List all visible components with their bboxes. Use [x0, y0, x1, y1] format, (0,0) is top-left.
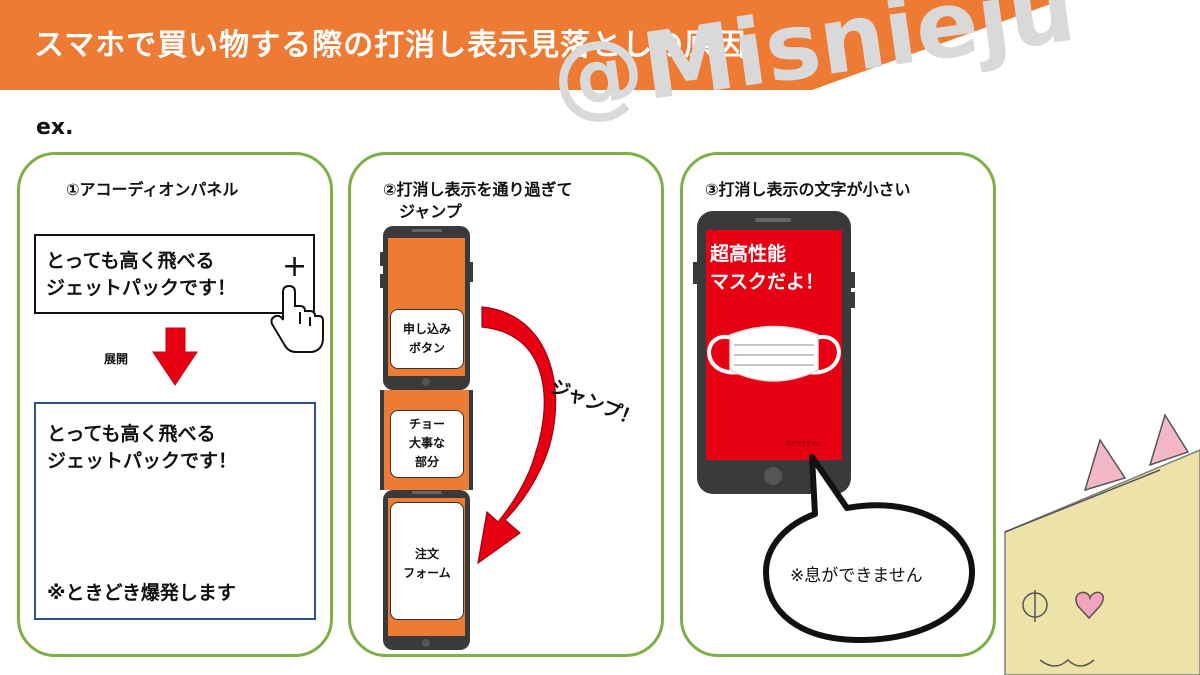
panel1-title: ①アコーディオンパネル [66, 180, 239, 199]
collapsed-line-2: ジェットパックです！ [46, 277, 237, 299]
curved-arrow-icon [477, 306, 557, 565]
mask-ad-line-2: マスクだよ！ [710, 271, 825, 293]
apply-button-card[interactable]: 申し込み ボタン [390, 309, 464, 369]
plus-icon[interactable]: + [282, 249, 308, 284]
order-form-card[interactable]: 注文 フォーム [390, 502, 464, 620]
header-shape [0, 0, 1062, 90]
important-line-2: 大事な [408, 436, 445, 450]
important-part-card: チョー 大事な 部分 [390, 410, 464, 478]
important-line-3: 部分 [414, 455, 439, 469]
example-label: ex. [36, 115, 74, 140]
expanded-line-2: ジェットパックです！ [47, 450, 238, 472]
apply-button-line-2: ボタン [408, 341, 445, 355]
accordion-collapsed[interactable]: とっても高く飛べる ジェットパックです！ [34, 234, 315, 314]
pointer-hand-icon [270, 284, 324, 353]
disclaimer-text: ※ときどき爆発します [47, 582, 236, 604]
header-banner: スマホで買い物する際の打消し表示見落としの原因 [0, 0, 1200, 90]
panel-jump [348, 152, 664, 657]
important-line-1: チョー [408, 417, 445, 431]
order-form-line-1: 注文 [414, 547, 439, 561]
order-form-line-2: フォーム [403, 566, 451, 580]
page-title: スマホで買い物する際の打消し表示見落としの原因 [34, 28, 747, 63]
expanded-line-1: とっても高く飛べる [47, 423, 216, 445]
mask-ad-line-1: 超高性能 [710, 243, 787, 265]
panel2-title-line2: ジャンプ [399, 202, 462, 221]
apply-button-line-1: 申し込み [402, 322, 451, 336]
expand-label: 展開 [104, 352, 129, 366]
speech-bubble [763, 454, 975, 643]
panel3-title: ③打消し表示の文字が小さい [705, 180, 911, 199]
tiny-disclaimer: 息ができません [786, 441, 821, 447]
down-arrow-icon [152, 327, 198, 386]
accordion-expanded: とっても高く飛べる ジェットパックです！ ※ときどき爆発します [34, 402, 316, 620]
cat-drawing [1004, 413, 1200, 675]
bubble-text: ※息ができません [790, 566, 923, 586]
collapsed-line-1: とっても高く飛べる [46, 250, 215, 272]
mask-icon [707, 325, 841, 382]
panel2-title-line1: ②打消し表示を通り過ぎて [383, 180, 573, 199]
panel-small-text [680, 152, 996, 657]
panel-accordion [17, 152, 333, 657]
